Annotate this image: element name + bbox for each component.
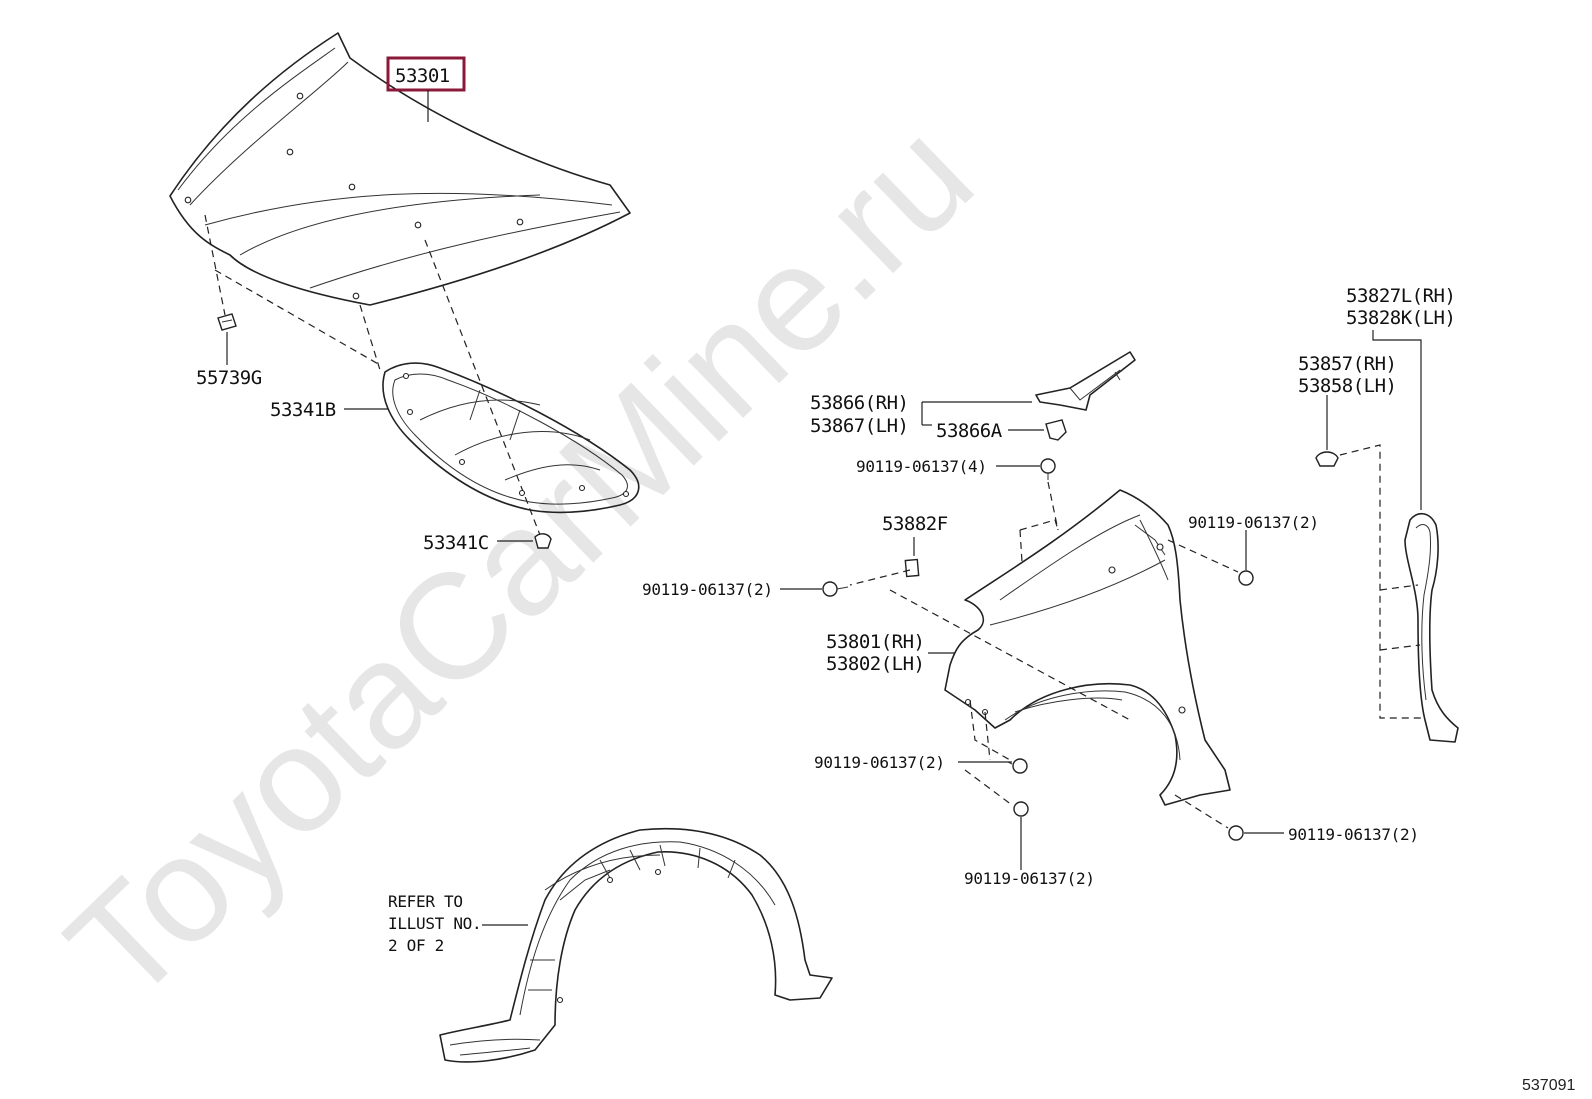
bolt-left[interactable]	[822, 581, 849, 597]
bolt-lower-right[interactable]	[1228, 825, 1244, 841]
hood-insulator-part[interactable]	[382, 362, 640, 514]
label-insulator-clip[interactable]: 53341C	[423, 532, 489, 554]
label-hood[interactable]: 53301	[395, 65, 450, 87]
label-panel-lh[interactable]: 53828K(LH)	[1346, 307, 1456, 329]
label-hood-stop[interactable]: 55739G	[196, 367, 262, 389]
hood-part[interactable]	[169, 32, 631, 306]
label-fender-lh[interactable]: 53802(LH)	[826, 653, 925, 675]
seal-clip-part[interactable]	[1045, 419, 1067, 441]
label-bolt-lower-left[interactable]: 90119-06137(2)	[814, 753, 945, 772]
fender-part[interactable]	[944, 489, 1231, 806]
label-refer-line3: 2 OF 2	[388, 936, 444, 955]
label-refer-line2: ILLUST NO.	[388, 914, 481, 933]
insulator-clip-part[interactable]	[534, 533, 552, 549]
label-bolt-right-top[interactable]: 90119-06137(2)	[1188, 513, 1319, 532]
label-hood-insulator[interactable]: 53341B	[270, 399, 336, 421]
label-bolt-lower-right[interactable]: 90119-06137(2)	[1288, 825, 1419, 844]
label-seal-clip[interactable]: 53866A	[936, 420, 1003, 442]
label-panel-rh[interactable]: 53827L(RH)	[1346, 285, 1456, 307]
label-bolt-left[interactable]: 90119-06137(2)	[642, 580, 773, 599]
fender-plate-part[interactable]	[904, 558, 920, 578]
diagram-code: 537091	[1522, 1077, 1575, 1094]
label-fender-plate[interactable]: 53882F	[882, 513, 948, 535]
fender-side-panel-part[interactable]	[1404, 512, 1459, 743]
label-cushion-lh[interactable]: 53858(LH)	[1298, 375, 1397, 397]
label-bolt-top[interactable]: 90119-06137(4)	[856, 457, 987, 476]
bolt-bottom[interactable]	[1013, 801, 1029, 817]
label-cushion-rh[interactable]: 53857(RH)	[1298, 353, 1397, 375]
bolt-top[interactable]	[1040, 458, 1056, 480]
label-fender-rh[interactable]: 53801(RH)	[826, 631, 925, 653]
bolt-lower-left[interactable]	[1007, 758, 1028, 774]
label-seal-lh[interactable]: 53867(LH)	[810, 415, 909, 437]
hood-seal-part[interactable]	[1035, 351, 1136, 411]
bolt-right-top[interactable]	[1238, 570, 1254, 586]
hood-stop-part[interactable]	[217, 313, 237, 331]
cushion-part[interactable]	[1315, 451, 1339, 467]
hood-label-highlight	[386, 56, 466, 92]
label-seal-rh[interactable]: 53866(RH)	[810, 392, 909, 414]
label-bolt-bottom[interactable]: 90119-06137(2)	[964, 869, 1095, 888]
fender-liner-part[interactable]	[439, 827, 833, 1063]
label-refer-line1: REFER TO	[388, 892, 463, 911]
